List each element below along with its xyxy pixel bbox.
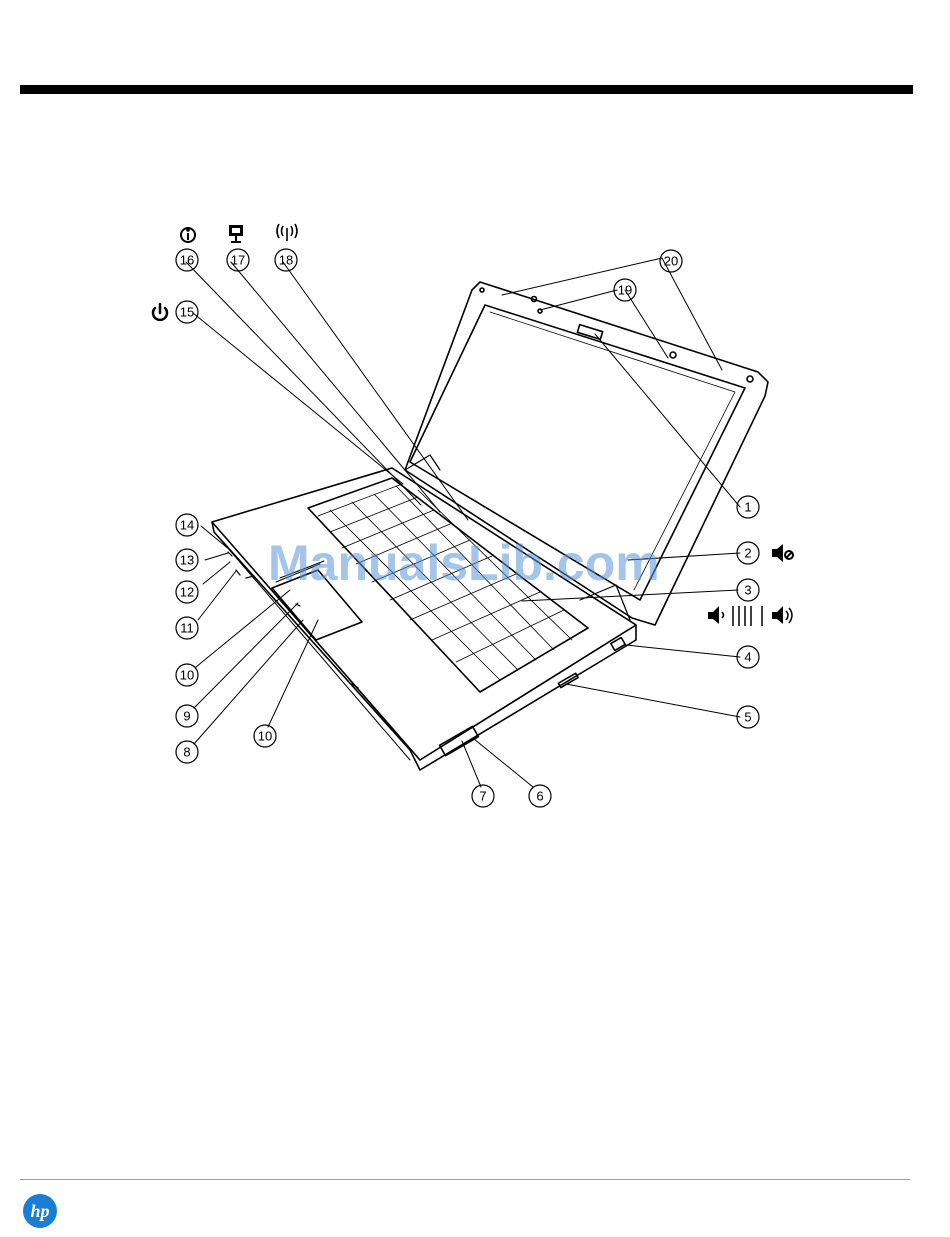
presentation-icon [229,225,243,242]
callout-12: 12 [180,585,194,600]
hp-logo-text: hp [30,1201,49,1221]
callout-19: 19 [618,283,632,298]
callout-16: 16 [180,253,194,268]
callout-3: 3 [744,583,751,598]
wireless-icon [277,224,297,241]
volume-down-icon [708,606,724,624]
info-icon [181,228,195,242]
mute-icon [772,544,793,562]
callout-7: 7 [479,789,486,804]
callout-8: 8 [183,745,190,760]
callout-20: 20 [664,254,678,269]
callout-15: 15 [180,305,194,320]
volume-up-icon [772,606,792,624]
callout-2: 2 [744,546,751,561]
hp-logo: hp [22,1193,58,1229]
volume-slider-icon [733,606,762,626]
callout-10b: 10 [258,729,272,744]
power-icon [153,304,167,320]
leader-lines [186,258,740,787]
callout-10a: 10 [180,668,194,683]
callout-13: 13 [180,553,194,568]
callout-14: 14 [180,518,194,533]
callout-6: 6 [536,789,543,804]
callout-11: 11 [180,621,194,636]
webcam [577,325,602,340]
callout-5: 5 [744,710,751,725]
callout-4: 4 [744,650,751,665]
footer-rule [20,1179,910,1180]
callout-9: 9 [183,709,190,724]
callout-18: 18 [279,253,293,268]
callout-17: 17 [231,253,245,268]
watermark: ManualsLib.com [268,534,660,592]
callout-1: 1 [744,500,751,515]
